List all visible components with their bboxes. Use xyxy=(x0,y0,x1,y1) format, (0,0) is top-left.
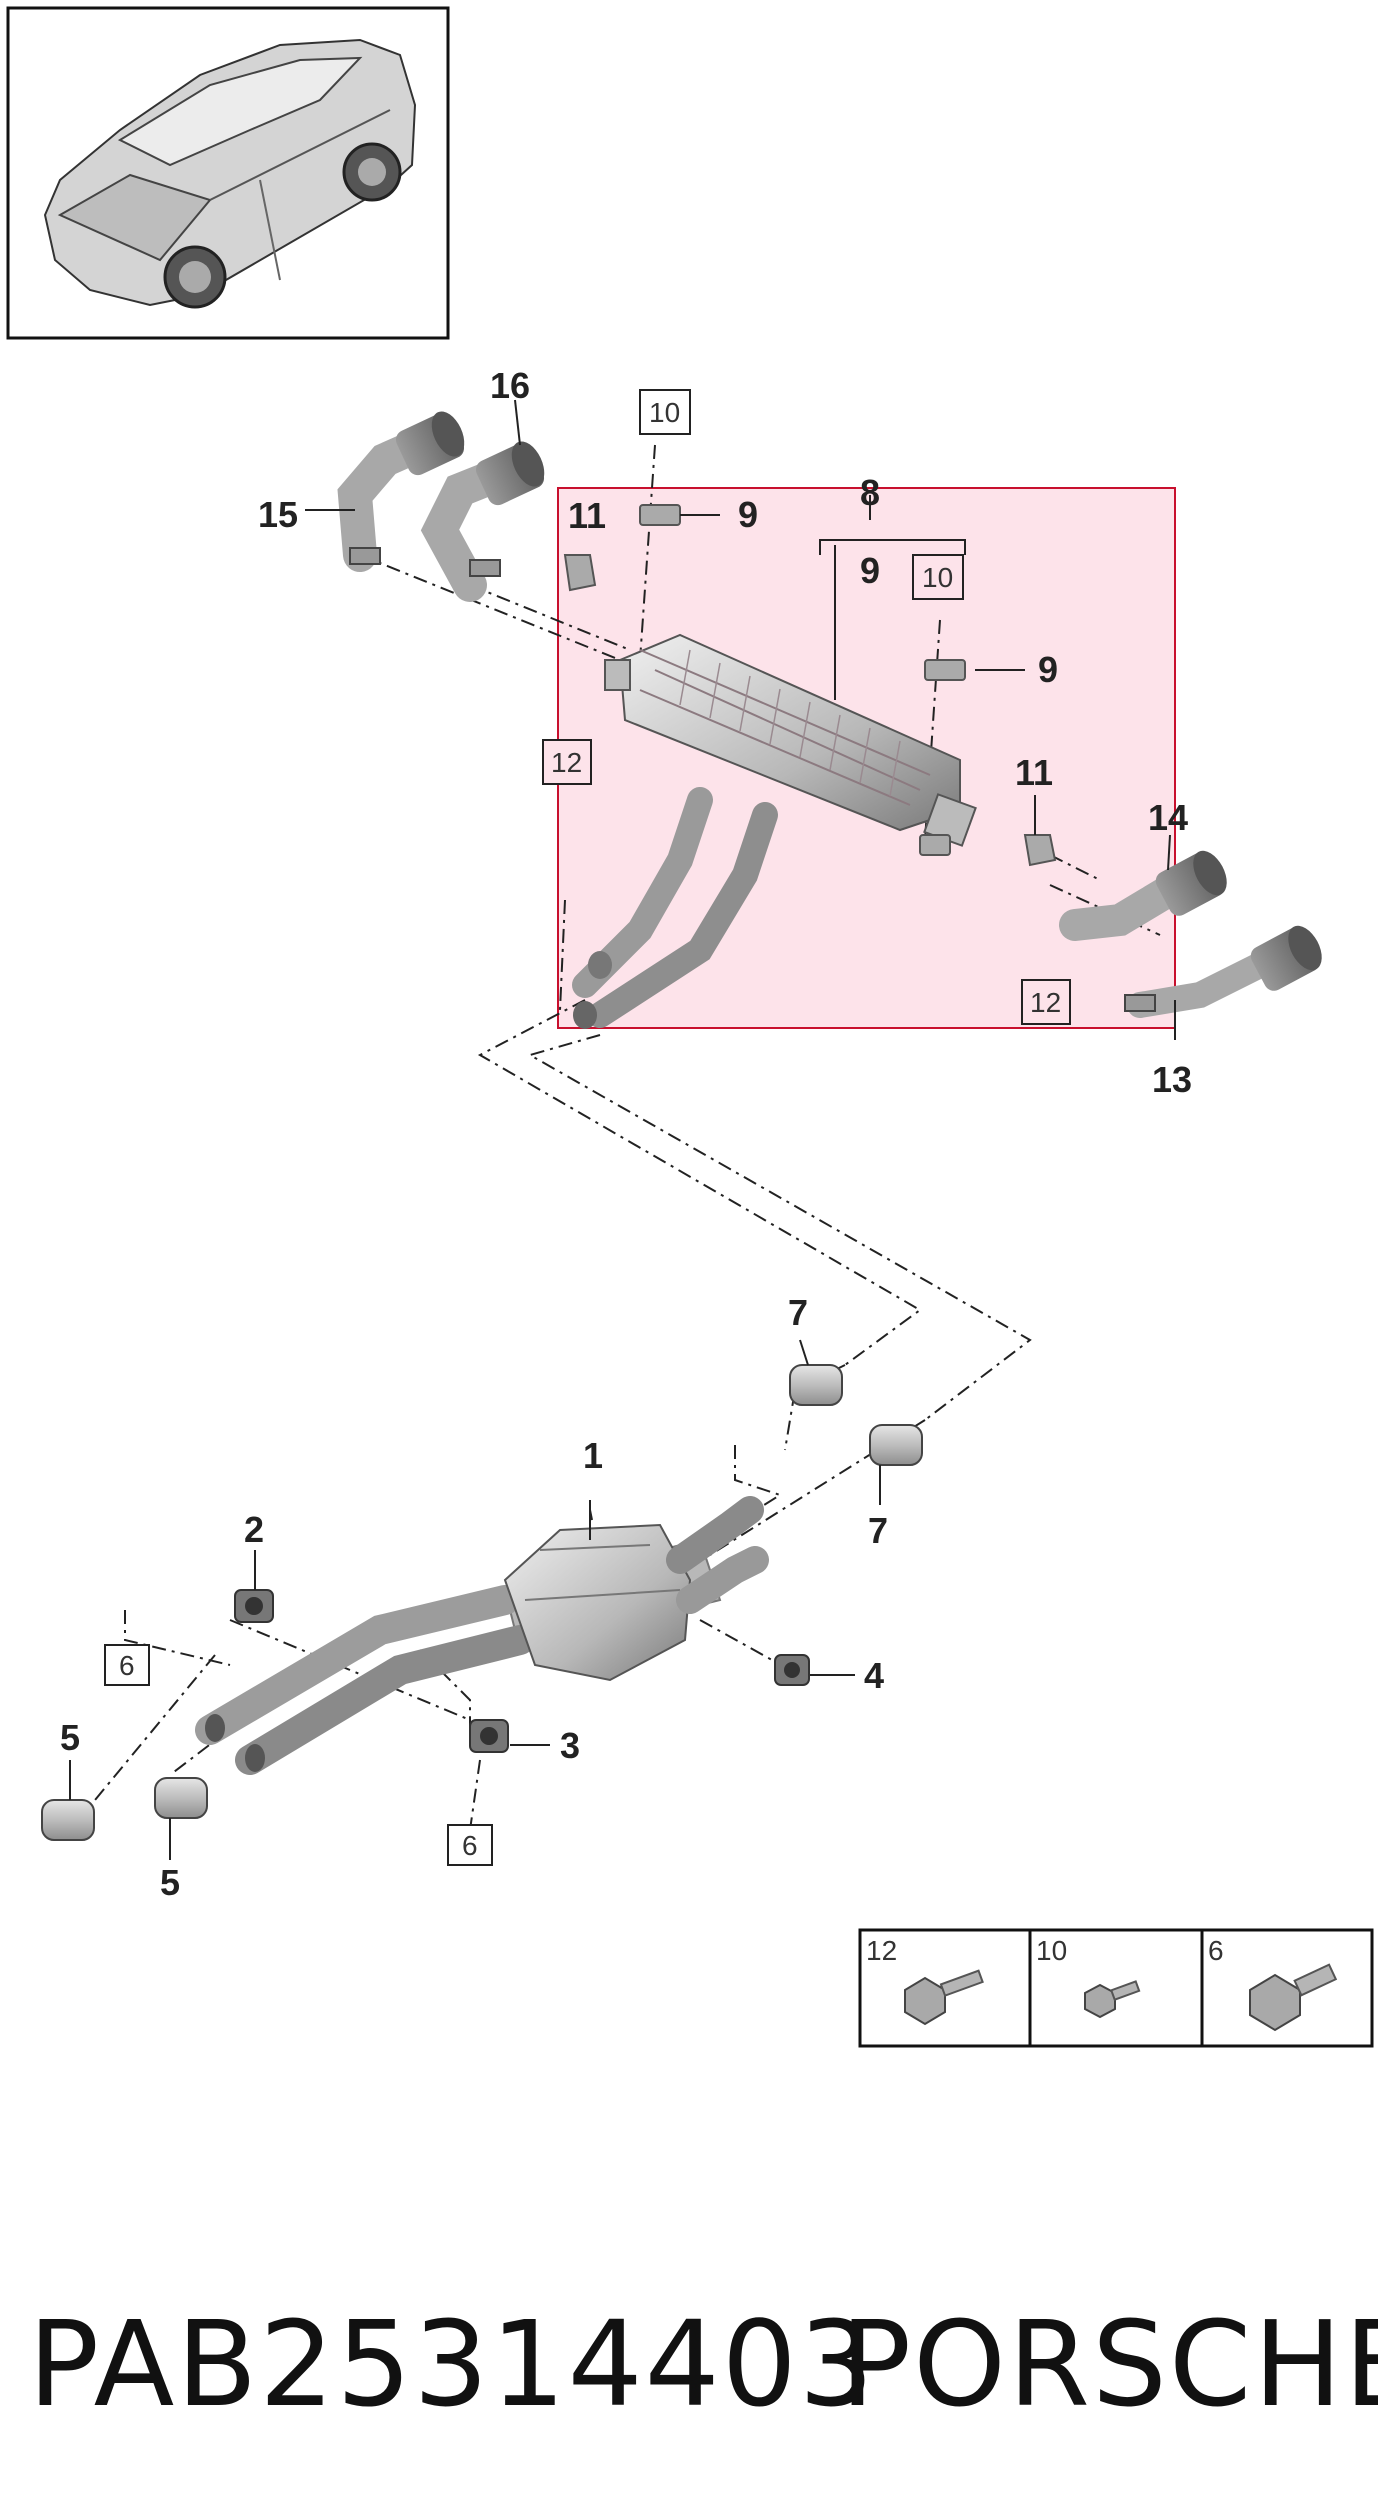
callout-labels: 16 15 11 9 8 9 9 11 14 13 7 7 1 2 4 3 5 … xyxy=(60,365,1192,1903)
callout-13: 13 xyxy=(1152,1059,1192,1100)
callout-1: 1 xyxy=(583,1435,603,1476)
hex-bolt-long-icon xyxy=(904,1969,984,2026)
brand-name: PORSCHE xyxy=(840,2295,1378,2433)
center-silencer xyxy=(195,1496,769,1775)
legend-label-6: 6 xyxy=(1208,1935,1224,1966)
callout-3: 3 xyxy=(560,1725,580,1766)
callout-2: 2 xyxy=(244,1509,264,1550)
tail-pipe-left xyxy=(337,411,465,572)
legend-label-10: 10 xyxy=(1036,1935,1067,1966)
hex-bolt-flange-icon xyxy=(1249,1963,1338,2032)
car-icon xyxy=(43,38,417,309)
boxed-ref-6-bottom: 6 xyxy=(462,1830,478,1861)
callout-9-mid: 9 xyxy=(860,550,880,591)
callout-5-left: 5 xyxy=(60,1717,80,1758)
rear-silencer xyxy=(572,633,977,1029)
callout-9-upper: 9 xyxy=(738,494,758,535)
callout-14: 14 xyxy=(1148,797,1188,838)
boxed-references: 10 10 12 12 6 6 xyxy=(104,389,1071,1866)
bolt-legend: 12 10 6 xyxy=(858,1928,1374,2048)
leader-lines xyxy=(69,399,1176,1860)
callout-7-upper: 7 xyxy=(788,1292,808,1333)
callout-11-upper: 11 xyxy=(568,495,606,536)
callout-4: 4 xyxy=(864,1655,884,1696)
part-number: PAB25314403 xyxy=(28,2295,876,2433)
callout-9-right: 9 xyxy=(1038,649,1058,690)
tail-pipe-right xyxy=(420,441,545,602)
vehicle-thumbnail xyxy=(6,6,450,340)
boxed-ref-10-top: 10 xyxy=(649,397,680,428)
callout-15: 15 xyxy=(258,494,298,535)
callout-11-right: 11 xyxy=(1015,752,1053,793)
callout-16: 16 xyxy=(490,365,530,406)
tail-pipe-upper-right xyxy=(1059,850,1227,941)
legend-label-12: 12 xyxy=(866,1935,897,1966)
callout-5-right: 5 xyxy=(160,1862,180,1903)
callout-7-lower: 7 xyxy=(868,1510,888,1551)
boxed-ref-10-mid: 10 xyxy=(922,562,953,593)
rubber-mounts xyxy=(234,1589,810,1753)
hex-bolt-short-icon xyxy=(1084,1980,1141,2019)
hanger-brackets xyxy=(563,504,1057,867)
callout-8: 8 xyxy=(860,472,880,513)
boxed-ref-12-right: 12 xyxy=(1030,987,1061,1018)
tail-pipe-lower-right xyxy=(1124,925,1322,1018)
clamps xyxy=(41,1364,923,1841)
boxed-ref-12-left: 12 xyxy=(551,747,582,778)
boxed-ref-6-left: 6 xyxy=(119,1650,135,1681)
